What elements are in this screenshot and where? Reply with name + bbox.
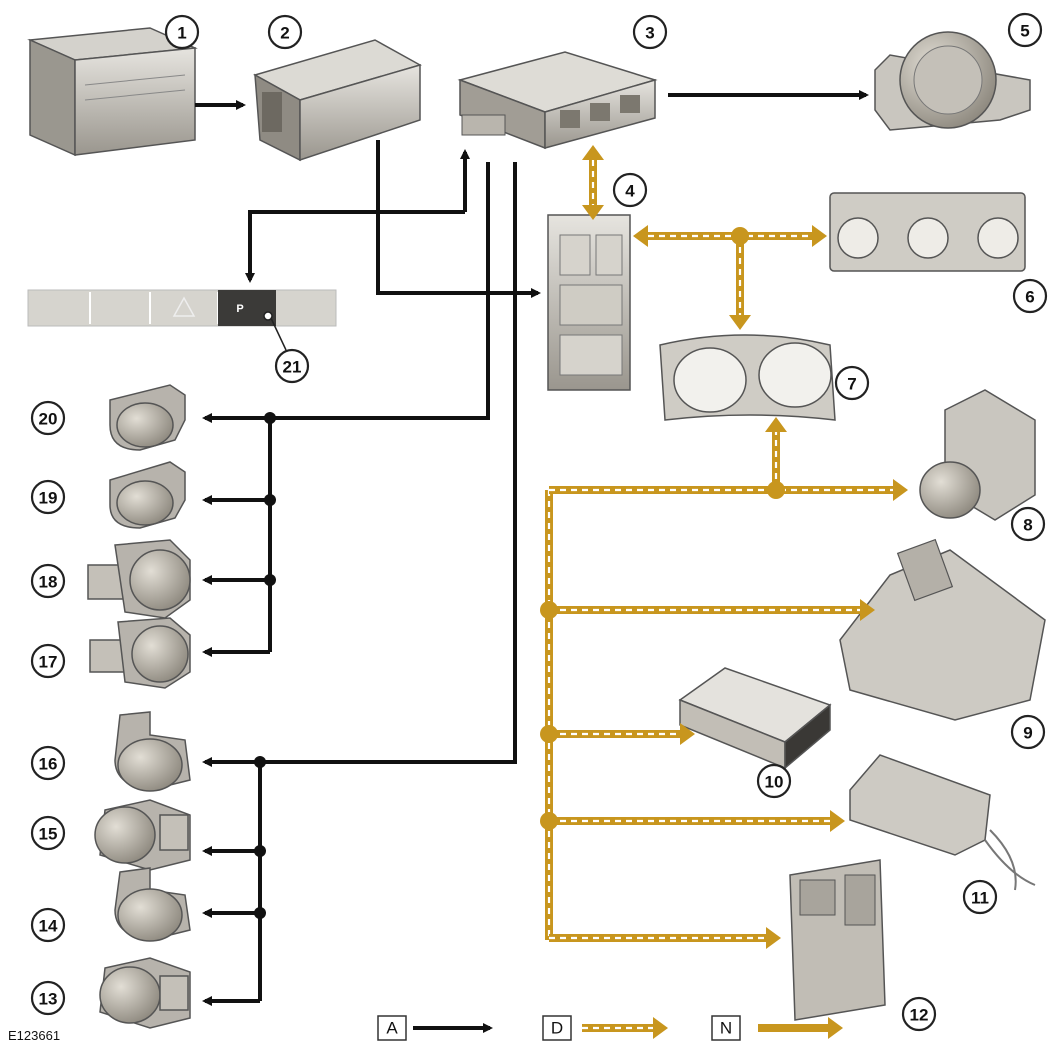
hardwired-connections — [195, 90, 869, 1006]
callout-4: 4 — [612, 172, 648, 208]
svg-text:9: 9 — [1023, 724, 1032, 743]
legend: A D N — [377, 1015, 843, 1041]
module-9 — [839, 538, 1046, 721]
svg-text:12: 12 — [910, 1006, 929, 1025]
callout-18: 18 — [30, 563, 66, 599]
figure-reference: E123661 — [8, 1028, 60, 1043]
svg-text:5: 5 — [1020, 22, 1029, 41]
callout-21: 21 — [263, 311, 310, 384]
svg-text:20: 20 — [39, 410, 58, 429]
front-sensor-16 — [114, 711, 191, 792]
svg-text:A: A — [386, 1019, 398, 1038]
svg-text:8: 8 — [1023, 516, 1032, 535]
callout-8: 8 — [1010, 506, 1046, 542]
front-sensor-14 — [114, 867, 191, 942]
svg-text:1: 1 — [177, 24, 186, 43]
warning-sounder — [874, 31, 1031, 131]
callout-9: 9 — [1010, 714, 1046, 750]
svg-text:2: 2 — [280, 24, 289, 43]
svg-text:13: 13 — [39, 990, 58, 1009]
legend-hardwired: A — [377, 1015, 493, 1041]
callout-13: 13 — [30, 980, 66, 1016]
svg-text:7: 7 — [847, 375, 856, 394]
module-10 — [678, 667, 832, 770]
callout-1: 1 — [164, 14, 200, 50]
battery — [27, 27, 198, 157]
svg-text:3: 3 — [645, 24, 654, 43]
power-module — [253, 39, 422, 162]
svg-text:16: 16 — [39, 755, 58, 774]
instrument-cluster — [659, 334, 836, 421]
svg-text:11: 11 — [971, 889, 989, 908]
callout-11: 11 — [962, 879, 998, 915]
callout-6: 6 — [1012, 278, 1048, 314]
svg-text:D: D — [551, 1019, 563, 1038]
legend-d: D — [542, 1015, 668, 1041]
callout-7: 7 — [834, 365, 870, 401]
front-sensor-15 — [94, 799, 191, 871]
svg-text:21: 21 — [283, 358, 302, 377]
callout-2: 2 — [267, 14, 303, 50]
callout-16: 16 — [30, 745, 66, 781]
rear-sensor-18 — [87, 539, 191, 619]
rear-sensor-19 — [109, 461, 186, 529]
callout-12: 12 — [901, 996, 937, 1032]
svg-text:6: 6 — [1025, 288, 1034, 307]
central-junction-box — [547, 214, 631, 391]
svg-text:15: 15 — [39, 825, 58, 844]
callout-5: 5 — [1007, 12, 1043, 48]
parking-aid-switch-pack: P — [27, 289, 337, 327]
network-connections — [540, 145, 908, 949]
svg-text:17: 17 — [39, 653, 58, 672]
module-8 — [919, 389, 1036, 521]
callout-17: 17 — [30, 643, 66, 679]
svg-text:14: 14 — [39, 917, 58, 936]
svg-text:N: N — [720, 1019, 732, 1038]
svg-text:4: 4 — [625, 182, 635, 201]
module-11 — [849, 754, 1036, 891]
callout-19: 19 — [30, 479, 66, 515]
callout-14: 14 — [30, 907, 66, 943]
callout-15: 15 — [30, 815, 66, 851]
svg-text:18: 18 — [39, 573, 58, 592]
callout-20: 20 — [30, 400, 66, 436]
parking-aid-module — [457, 51, 658, 150]
callout-3: 3 — [632, 14, 668, 50]
rear-sensor-20 — [109, 384, 186, 451]
rear-sensor-17 — [89, 617, 191, 689]
module-12 — [789, 859, 886, 1021]
svg-text:19: 19 — [39, 489, 58, 508]
switch-parking-label: P — [236, 303, 243, 315]
climate-control-panel — [829, 192, 1026, 272]
svg-text:10: 10 — [765, 773, 784, 792]
callout-10: 10 — [756, 763, 792, 799]
front-sensor-13 — [99, 957, 191, 1029]
legend-n: N — [711, 1015, 843, 1041]
